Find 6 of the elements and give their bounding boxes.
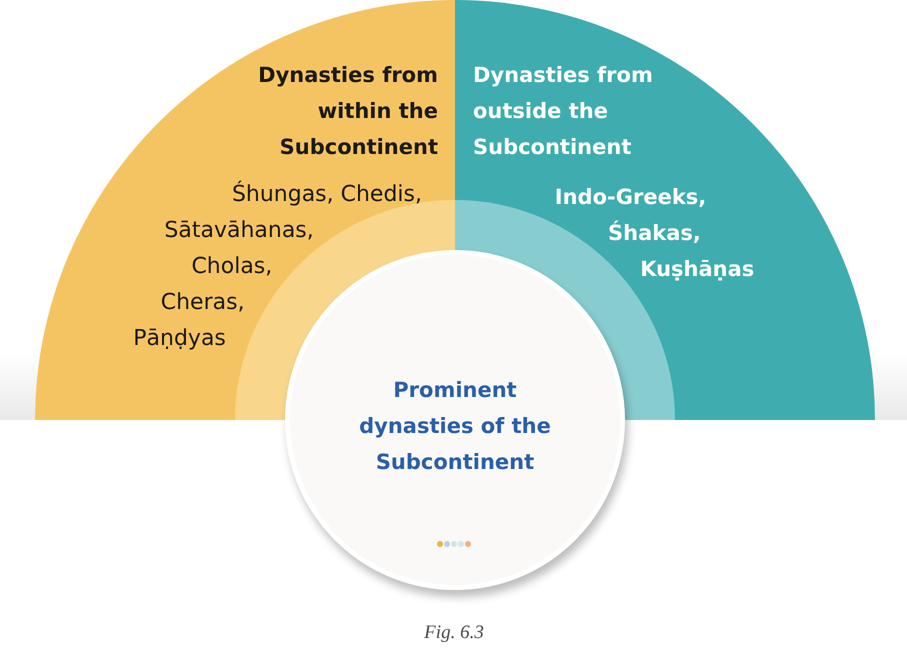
dynasty-list: Śhungas, Chedis, Sātavāhanas, Cholas, Cheras, Pāṇḍyas (122, 177, 422, 357)
dynasty-list: Indo-Greeks, Śhakas, Kuṣhāṇas (535, 179, 775, 287)
heading-text: Dynasties from within the Subcontinent (257, 62, 438, 161)
circle-title: Prominent dynasties of the Subcontinent (358, 377, 552, 476)
figure-caption: Fig. 6.3 (424, 622, 484, 644)
heading-text: Dynasties from outside the Subcontinent (473, 62, 654, 161)
